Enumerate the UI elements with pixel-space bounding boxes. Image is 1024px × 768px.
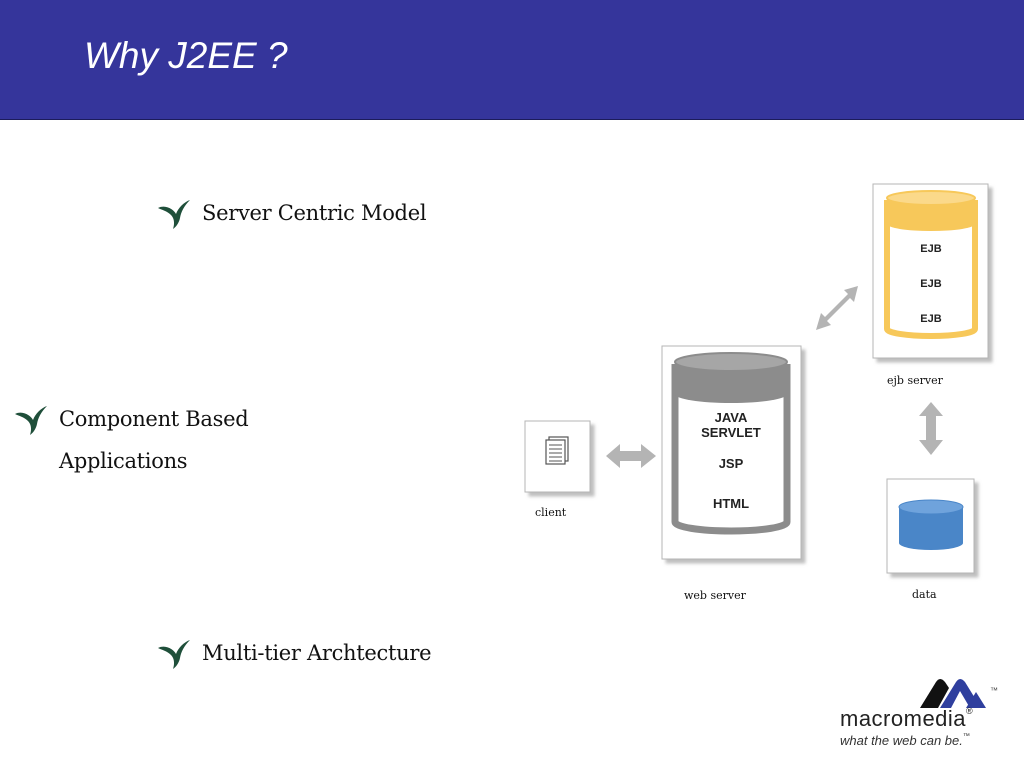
green-swirl-bullet-icon (158, 640, 190, 669)
bullet-text-line-2: Applications (59, 449, 188, 473)
green-swirl-bullet-icon (15, 406, 47, 435)
ejb-server-node: EJB EJB EJB ejb server (872, 183, 989, 387)
ejb-server-label: ejb server (887, 374, 944, 387)
green-swirl-bullet-icon (158, 200, 190, 229)
logo-wordmark: macromedia® (840, 706, 973, 732)
logo-tagline: what the web can be.™ (840, 733, 970, 748)
ejb-line-2: EJB (920, 278, 941, 290)
web-server-line-java: JAVA (715, 410, 748, 425)
bullet-text: Multi-tier Archtecture (202, 641, 432, 665)
bullet-item-multi-tier: Multi-tier Archtecture (156, 632, 432, 674)
logo-trademark: ™ (990, 686, 998, 695)
web-server-node: JAVA SERVLET JSP HTML web server (661, 345, 802, 602)
data-label: data (912, 588, 937, 601)
ejb-line-1: EJB (920, 243, 941, 255)
data-node: data (886, 478, 975, 601)
logo-registered: ® (966, 706, 974, 716)
bullet-text: Server Centric Model (202, 201, 427, 225)
logo-tagline-tm: ™ (962, 733, 970, 740)
web-server-line-html: HTML (713, 496, 749, 511)
bullet-item-component-based: Component Based Applications (13, 398, 249, 482)
vertical-double-arrow-icon (919, 402, 943, 455)
double-arrow-icon (606, 444, 656, 468)
client-node: client (524, 420, 591, 519)
bullet-text-line-1: Component Based (59, 407, 249, 431)
logo-tagline-text: what the web can be. (840, 733, 963, 748)
macromedia-m-logo-icon (920, 679, 986, 708)
web-server-label: web server (684, 589, 747, 602)
client-label: client (535, 506, 567, 519)
ejb-line-3: EJB (920, 313, 941, 325)
web-server-line-jsp: JSP (719, 456, 744, 471)
bullet-item-server-centric: Server Centric Model (156, 192, 427, 234)
document-icon (545, 436, 569, 465)
macromedia-logo: ™ macromedia® what the web can be.™ (836, 672, 1016, 756)
web-server-line-servlet: SERVLET (701, 425, 761, 440)
slide-header: Why J2EE ? (0, 0, 1024, 120)
diagonal-double-arrow-icon (816, 286, 858, 330)
logo-brand-text: macromedia (840, 706, 967, 731)
slide-title: Why J2EE ? (84, 35, 288, 76)
